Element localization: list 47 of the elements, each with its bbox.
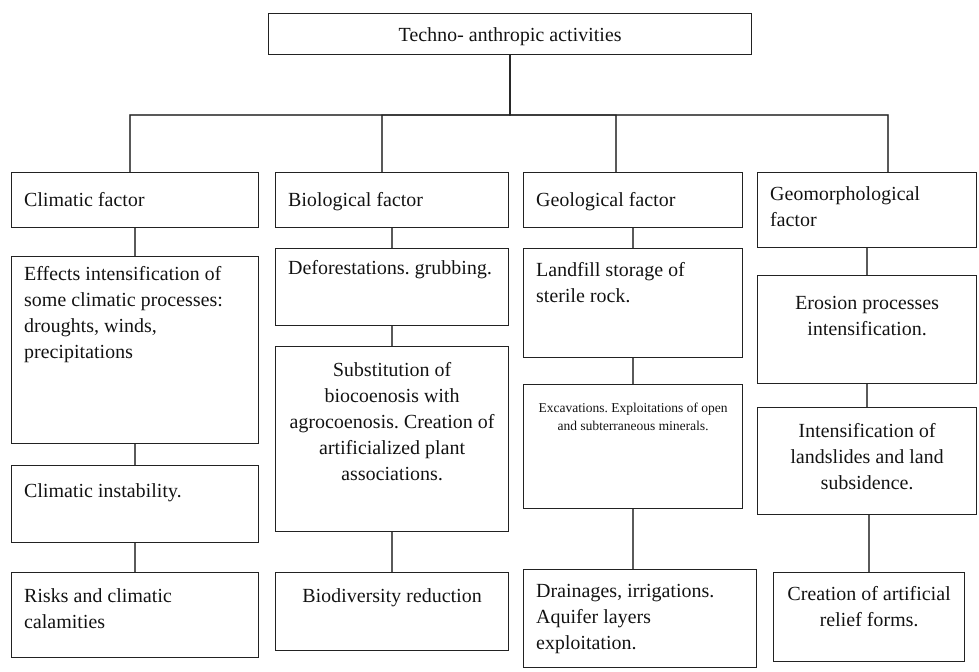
box-text: Risks and climatic calamities: [24, 584, 173, 635]
box-text: Geomorphological factor: [770, 182, 921, 233]
box-text: Landfill storage of sterile rock.: [536, 258, 686, 309]
box-text: Excavations. Exploitations of open and subterraneous minerals.: [538, 399, 728, 434]
connector-line: [632, 509, 634, 569]
connector-line: [632, 228, 634, 248]
connector-line: [391, 532, 393, 572]
process-box: [523, 248, 743, 358]
box-text: Geological factor: [536, 188, 676, 213]
box-text: Climatic instability.: [24, 479, 183, 504]
box-text: Climatic factor: [24, 188, 146, 213]
process-box: [275, 572, 509, 651]
process-box: [757, 172, 977, 248]
box-text: Biological factor: [288, 188, 424, 213]
process-box: [275, 172, 509, 228]
box-text: Deforestations. grubbing.: [288, 256, 493, 281]
process-box: [523, 569, 757, 668]
process-box: [773, 572, 965, 662]
box-text: Effects intensification of some climatic processes: droughts, winds, precipitations: [24, 262, 224, 365]
connector-line: [134, 444, 136, 465]
box-text: Substitution of biocoenosis with agrocoenosis. Creation of artificialized plant associations.: [288, 358, 496, 487]
connector-line: [391, 228, 393, 248]
box-text: Creation of artificial relief forms.: [786, 582, 952, 633]
process-box: [11, 465, 259, 543]
process-box: [523, 172, 743, 228]
connector-line: [868, 515, 870, 572]
process-box: [268, 13, 752, 55]
box-text: Intensification of landslides and land subsidence.: [789, 419, 945, 496]
connector-line: [134, 543, 136, 572]
box-text: Techno- anthropic activities: [398, 23, 622, 48]
connector-line: [866, 248, 868, 275]
connector-line: [134, 228, 136, 256]
connector-line: [632, 358, 634, 384]
connector-line: [391, 326, 393, 346]
process-box: [523, 384, 743, 509]
box-text: Biodiversity reduction: [301, 584, 483, 609]
process-box: [275, 248, 509, 326]
process-box: [11, 172, 259, 228]
box-text: Drainages, irrigations. Aquifer layers exploitation.: [536, 579, 716, 656]
connector-line: [509, 55, 889, 172]
box-text: Erosion processes intensification.: [794, 291, 940, 342]
process-box: [757, 275, 977, 384]
connector-line: [866, 384, 868, 407]
process-box: [11, 572, 259, 658]
process-box: [11, 256, 259, 444]
process-box: [757, 407, 977, 515]
process-box: [275, 346, 509, 532]
